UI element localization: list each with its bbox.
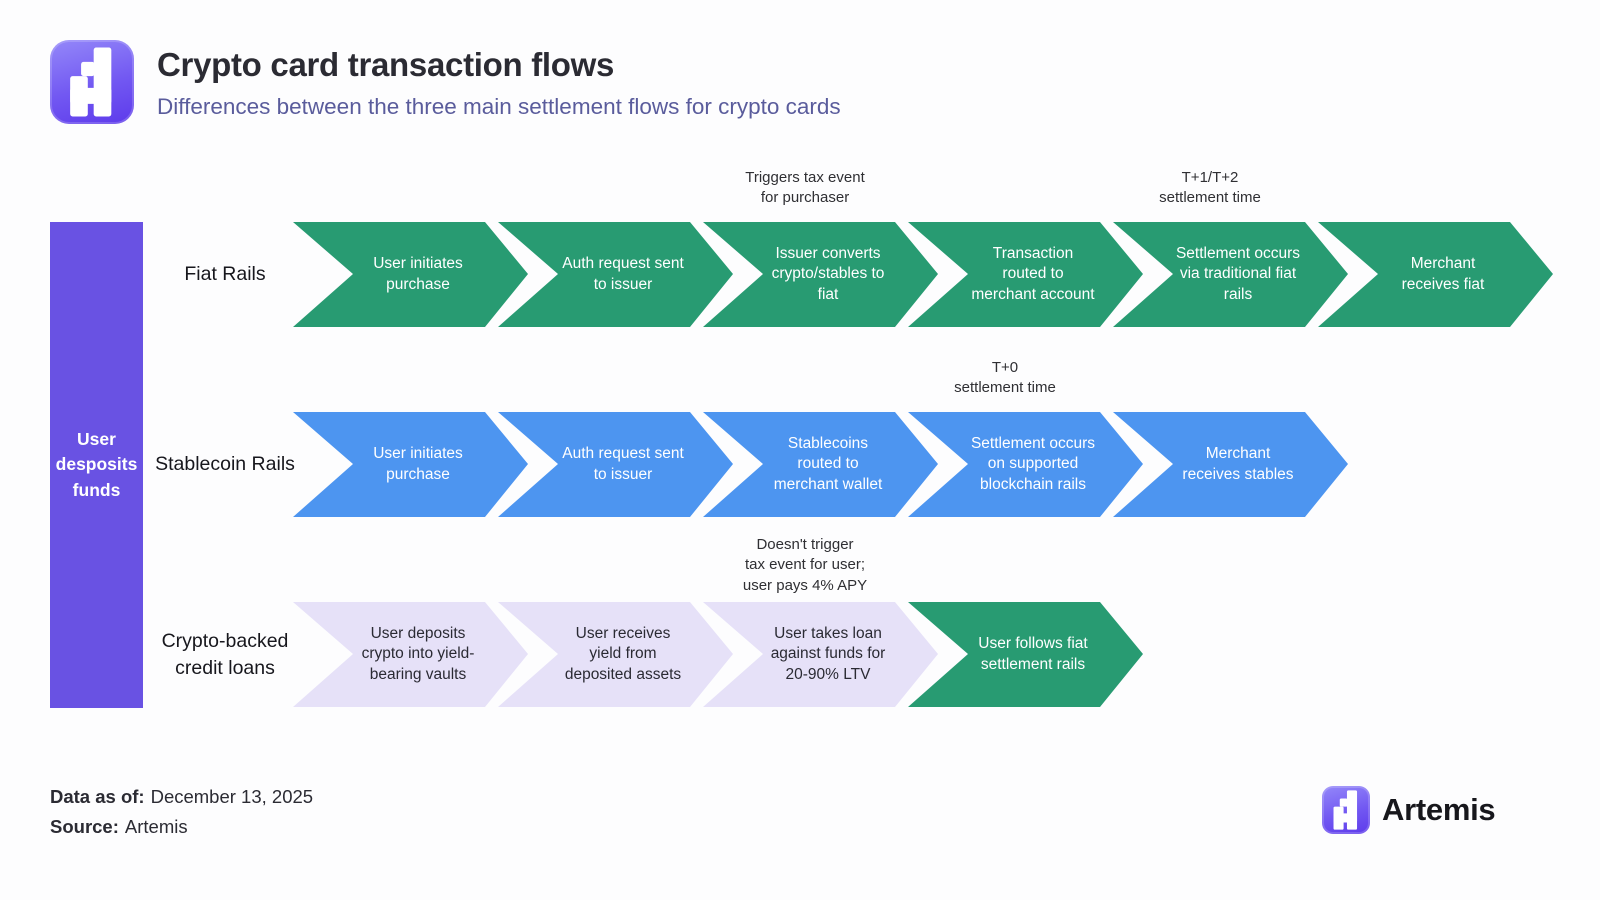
data-as-of-label: Data as of:: [50, 786, 145, 807]
row-label-stablecoin-rails: Stablecoin Rails: [155, 453, 295, 476]
flow-step-label: Merchant receives fiat: [1401, 255, 1485, 293]
flow-step-label: User receives yield from deposited asset…: [564, 625, 682, 683]
data-as-of-value: December 13, 2025: [150, 786, 314, 807]
flow-step-loan-1: User deposits crypto into yield-bearing …: [293, 602, 528, 707]
row-label-fiat-rails: Fiat Rails: [184, 263, 266, 286]
annotation-tax-event: Triggers tax event for purchaser: [745, 169, 865, 207]
flow-step-label: Transaction routed to merchant account: [971, 245, 1095, 303]
flow-step-loan-2: User receives yield from deposited asset…: [498, 602, 733, 707]
row-label-crypto-backed-loans: Crypto-backed credit loans: [161, 630, 289, 679]
flow-step-label: User initiates purchase: [373, 445, 463, 483]
flow-step-label: User takes loan against funds for 20-90%…: [770, 625, 886, 683]
flow-step-fiat-3: Issuer converts crypto/stables to fiat: [703, 222, 938, 327]
user-deposits-bar: User desposits funds: [50, 222, 143, 708]
flow-step-fiat-6: Merchant receives fiat: [1318, 222, 1553, 327]
page-subtitle: Differences between the three main settl…: [157, 94, 841, 119]
brand-wordmark: Artemis: [1382, 792, 1496, 827]
flow-step-label: Issuer converts crypto/stables to fiat: [771, 245, 885, 303]
flow-step-stablecoin-5: Merchant receives stables: [1113, 412, 1348, 517]
source: Source:Artemis: [50, 816, 188, 838]
page-title: Crypto card transaction flows: [157, 46, 615, 83]
flow-step-stablecoin-2: Auth request sent to issuer: [498, 412, 733, 517]
annotation-t0-settlement: T+0 settlement time: [954, 359, 1056, 397]
flow-step-label: Auth request sent to issuer: [562, 255, 684, 293]
flow-step-label: Merchant receives stables: [1182, 445, 1294, 483]
flow-step-fiat-1: User initiates purchase: [293, 222, 528, 327]
flow-step-fiat-4: Transaction routed to merchant account: [908, 222, 1143, 327]
flow-step-loan-4: User follows fiat settlement rails: [908, 602, 1143, 707]
flow-step-fiat-5: Settlement occurs via traditional fiat r…: [1113, 222, 1348, 327]
artemis-logo-icon: [1322, 786, 1370, 834]
source-value: Artemis: [124, 816, 188, 837]
source-label: Source:: [50, 816, 119, 837]
annotation-t1-t2-settlement: T+1/T+2 settlement time: [1159, 169, 1261, 207]
flow-step-stablecoin-3: Stablecoins routed to merchant wallet: [703, 412, 938, 517]
flow-step-label: Auth request sent to issuer: [562, 445, 684, 483]
artemis-logo-icon: [50, 40, 134, 124]
flow-step-label: User initiates purchase: [373, 255, 463, 293]
flow-step-label: User deposits crypto into yield-bearing …: [361, 625, 475, 683]
flow-step-label: Settlement occurs via traditional fiat r…: [1175, 245, 1301, 303]
data-as-of: Data as of:December 13, 2025: [50, 786, 313, 808]
flow-step-stablecoin-4: Settlement occurs on supported blockchai…: [908, 412, 1143, 517]
annotation-no-tax-event: Doesn't trigger tax event for user; user…: [742, 536, 868, 594]
flow-step-label: Stablecoins routed to merchant wallet: [773, 435, 883, 493]
flow-step-loan-3: User takes loan against funds for 20-90%…: [703, 602, 938, 707]
flow-step-label: User follows fiat settlement rails: [978, 635, 1088, 673]
flow-step-label: Settlement occurs on supported blockchai…: [970, 435, 1096, 493]
flow-step-stablecoin-1: User initiates purchase: [293, 412, 528, 517]
flow-step-fiat-2: Auth request sent to issuer: [498, 222, 733, 327]
